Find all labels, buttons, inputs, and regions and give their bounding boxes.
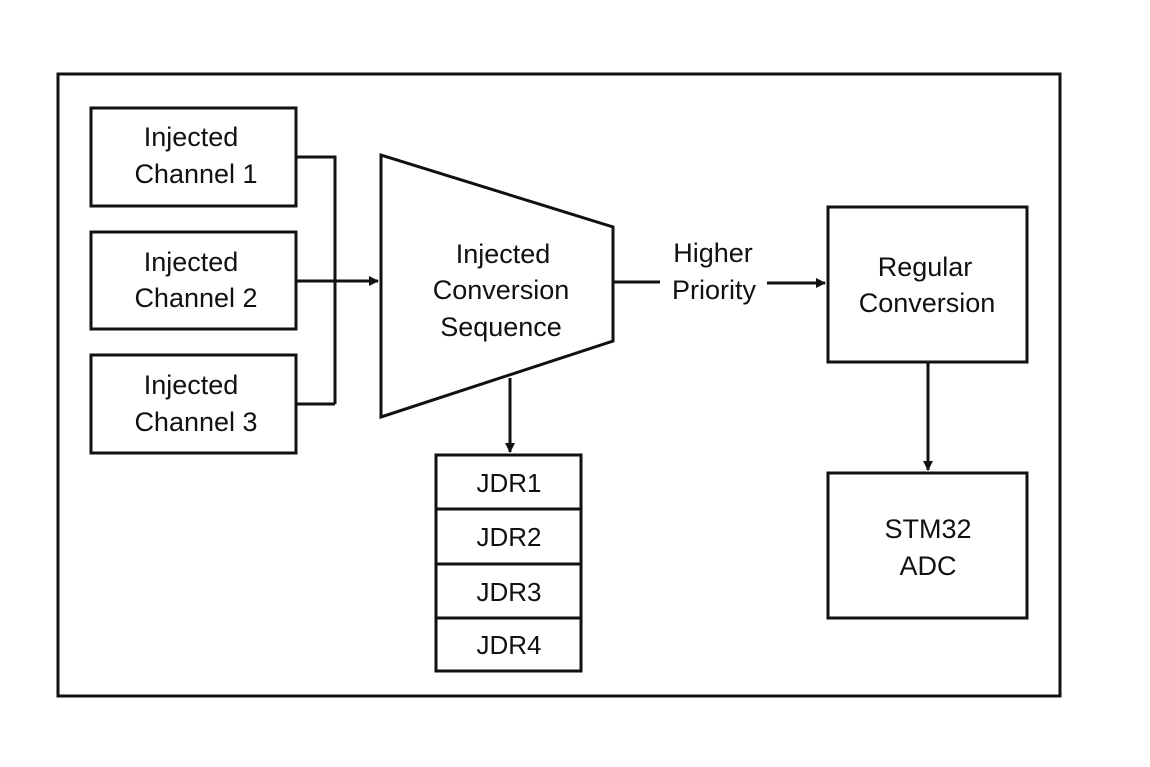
- priority-label-line1: Higher: [673, 238, 753, 268]
- jdr1-cell: [434, 453, 583, 511]
- jdr2-label: JDR2: [476, 522, 541, 552]
- sequence-label-line2: Conversion: [433, 275, 570, 305]
- jdr4-label: JDR4: [476, 630, 541, 660]
- adc-label-line1: STM32: [884, 514, 971, 544]
- channel-1-label-line1: Injected: [144, 122, 239, 152]
- jdr1-label: JDR1: [476, 468, 541, 498]
- channel-2-label-line2: Channel 2: [134, 283, 257, 313]
- sequence-label-line1: Injected: [456, 239, 551, 269]
- injected-channel-1-box: Injected Channel 1: [89, 106, 298, 208]
- regular-conversion-box: Regular Conversion: [826, 205, 1029, 364]
- adc-label-line2: ADC: [899, 551, 956, 581]
- outer-frame: [56, 72, 1062, 698]
- regular-label-line1: Regular: [878, 252, 973, 282]
- jdr3-cell: [434, 562, 583, 620]
- channel-1-connector: [296, 155, 337, 404]
- jdr2-cell: [434, 507, 583, 566]
- regular-label-line2: Conversion: [859, 288, 996, 318]
- priority-label-line2: Priority: [672, 275, 757, 305]
- channel-1-label-line2: Channel 1: [134, 159, 257, 189]
- injected-channel-2-box: Injected Channel 2: [89, 230, 298, 331]
- jdr4-cell: [434, 616, 583, 673]
- sequence-label-line3: Sequence: [440, 312, 562, 342]
- channel-2-label-line1: Injected: [144, 247, 239, 277]
- injected-conversion-sequence-block: Injected Conversion Sequence: [379, 152, 615, 420]
- channel-3-label-line2: Channel 3: [134, 407, 257, 437]
- injected-channel-3-box: Injected Channel 3: [89, 353, 298, 455]
- stm32-adc-box: STM32 ADC: [826, 471, 1029, 620]
- jdr-register-stack: JDR1 JDR2 JDR3 JDR4: [434, 453, 583, 673]
- jdr3-label: JDR3: [476, 577, 541, 607]
- channel-3-label-line1: Injected: [144, 370, 239, 400]
